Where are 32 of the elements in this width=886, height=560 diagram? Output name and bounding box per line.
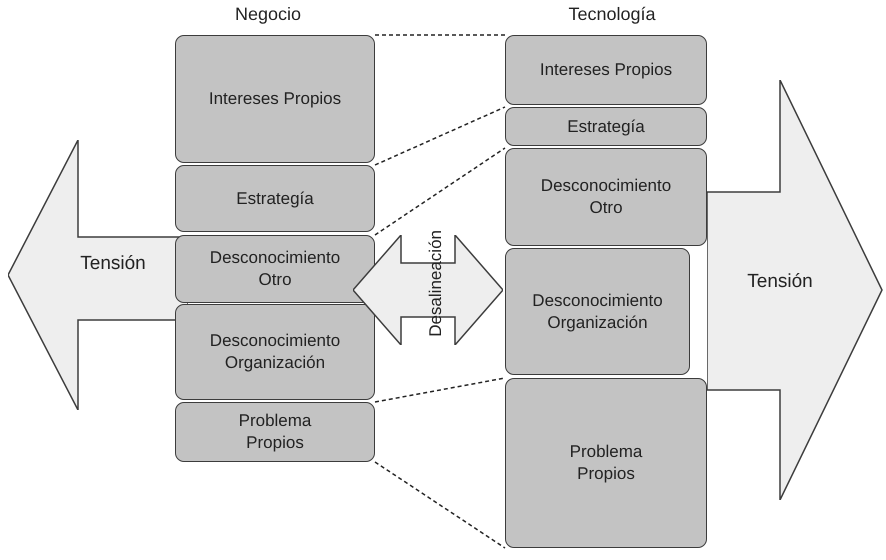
node-label: Problema Propios [568,441,644,485]
node-label: Intereses Propios [208,88,342,110]
dashed-connector [374,147,506,236]
process-box [175,35,375,163]
process-box [505,35,707,105]
process-box [505,248,690,375]
node-label: Estrategía [236,188,314,210]
process-box [505,107,707,146]
column-heading: Tecnología [568,4,656,25]
process-box [505,148,707,246]
node-label: Desconocimiento Otro [540,175,672,219]
process-box [505,378,707,548]
node-label: Estrategía [567,116,645,138]
node-label: Intereses Propios [540,59,672,81]
process-box [175,165,375,232]
node-label: Problema Propios [238,410,312,454]
node-label: Desconocimiento Otro [208,247,342,291]
process-box [175,235,375,303]
arrow-shape [707,80,884,500]
dashed-connector [374,106,506,166]
dashed-connector [374,377,506,403]
dashed-connector [375,34,505,36]
dashed-connector [374,461,506,549]
node-label: Desconocimiento Organización [208,330,342,374]
column-heading: Negocio [235,4,302,25]
node-label: Desalineación [425,230,446,337]
process-box [175,304,375,400]
process-box [175,402,375,462]
node-label: Tensión [746,271,814,293]
arrow-shape [8,140,188,410]
node-label: Desconocimiento Organización [531,290,664,334]
node-label: Tensión [79,253,147,275]
